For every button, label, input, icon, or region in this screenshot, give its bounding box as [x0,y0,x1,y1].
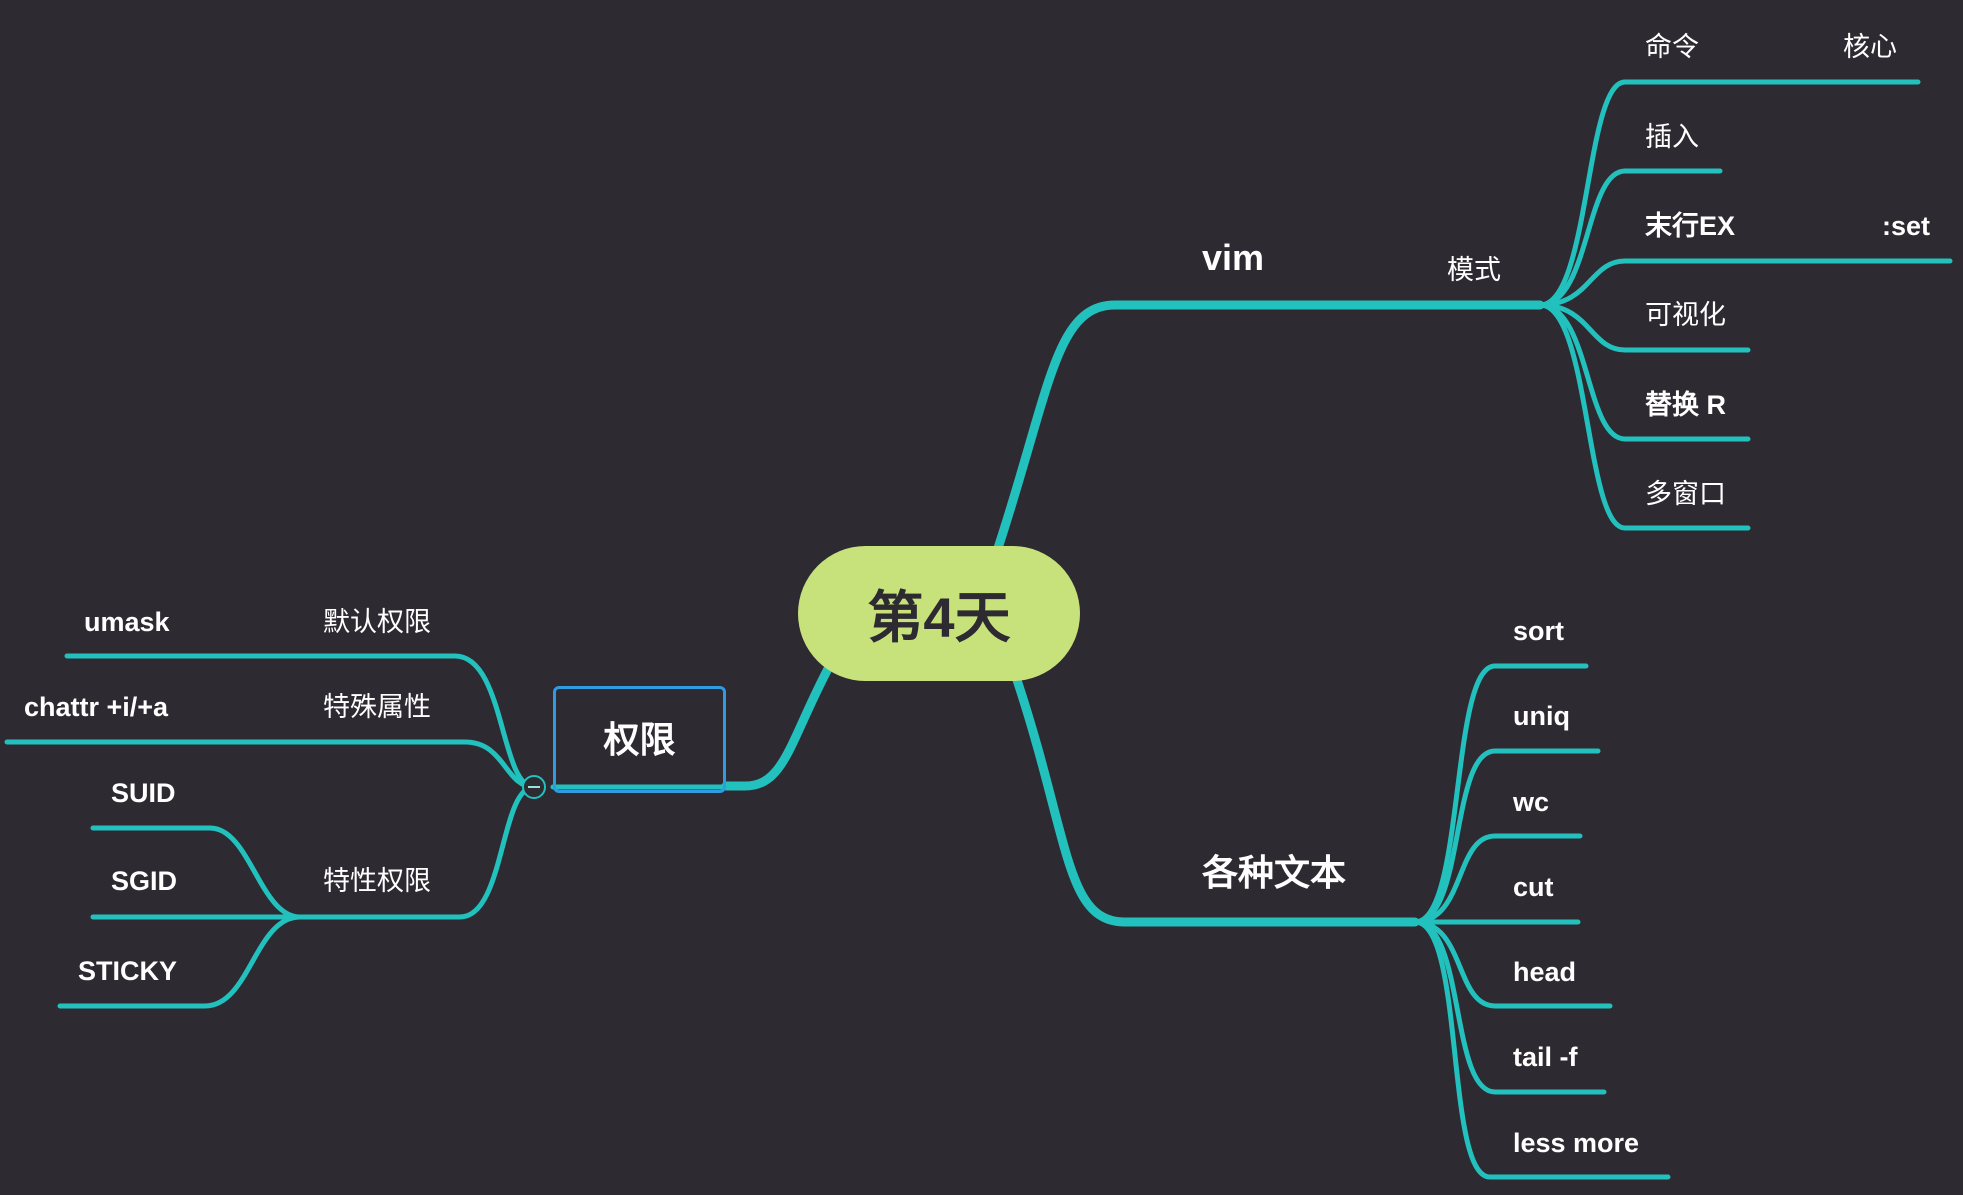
node-mode[interactable]: 模式 [1447,255,1501,285]
node-sticky[interactable]: STICKY [78,956,178,986]
node-permissions-label: 权限 [603,718,676,760]
link-perm-default [64,653,537,790]
node-umask[interactable]: umask [84,607,170,637]
node-text-cut[interactable]: cut [1513,872,1554,902]
node-special-attr[interactable]: 特殊属性 [323,692,431,722]
link-root-perm [721,660,835,791]
link-root-vim [993,300,1545,553]
node-permissions[interactable]: 权限 [553,686,726,793]
link-mode-window [1537,302,1751,531]
node-text-head[interactable]: head [1513,957,1577,987]
link-special-suid [90,825,303,920]
link-text-less [1412,919,1671,1180]
node-special-perm[interactable]: 特性权限 [323,866,431,896]
node-text-tail[interactable]: tail -f [1513,1042,1578,1072]
link-mode-replace [1537,302,1751,442]
link-mode-visual [1537,302,1751,353]
link-perm-attr [4,739,537,790]
link-text-sort [1412,663,1589,925]
node-default-perm[interactable]: 默认权限 [323,607,431,637]
node-mode-command[interactable]: 命令 [1645,32,1699,62]
node-text-less[interactable]: less more [1513,1128,1640,1158]
node-text-sort[interactable]: sort [1513,616,1565,646]
link-mode-insert [1537,168,1723,308]
node-vim[interactable]: vim [1202,237,1265,278]
link-mode-cmd [1537,79,1921,308]
collapse-icon[interactable] [522,775,546,799]
link-perm-special [297,784,537,920]
node-mode-insert[interactable]: 插入 [1645,122,1699,152]
link-mode-ex [1537,258,1953,308]
link-text-head [1412,919,1613,1009]
link-root-text [1012,675,1420,927]
node-mode-window[interactable]: 多窗口 [1645,479,1726,509]
node-mode-command-note[interactable]: 核心 [1843,32,1897,62]
node-text-tools[interactable]: 各种文本 [1202,852,1347,893]
link-special-sticky [57,914,303,1009]
node-mode-ex[interactable]: 末行EX [1645,211,1736,241]
link-text-uniq [1412,748,1601,925]
node-mode-ex-note[interactable]: :set [1882,211,1931,241]
node-chattr[interactable]: chattr +i/+a [24,692,169,722]
root-node-label: 第4天 [867,586,1011,649]
root-node[interactable]: 第4天 [798,546,1080,681]
link-text-wc [1412,833,1583,925]
node-suid[interactable]: SUID [111,778,176,808]
node-text-uniq[interactable]: uniq [1513,701,1570,731]
node-text-wc[interactable]: wc [1513,787,1550,817]
node-sgid[interactable]: SGID [111,866,178,896]
node-mode-visual[interactable]: 可视化 [1645,300,1726,330]
node-mode-replace[interactable]: 替换 R [1645,390,1726,420]
